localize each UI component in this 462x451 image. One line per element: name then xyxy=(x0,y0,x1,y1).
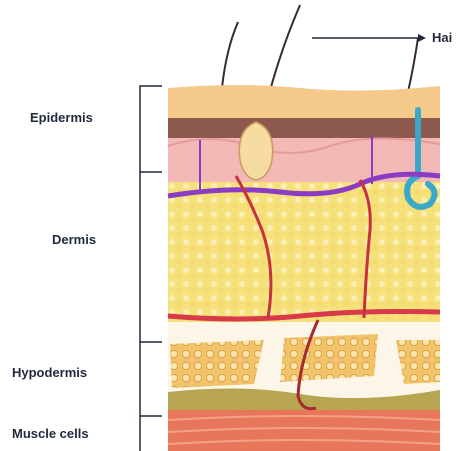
callout-label-hair: Hai xyxy=(432,30,452,45)
dermis-texture xyxy=(168,182,440,322)
fat-lobule xyxy=(280,334,378,382)
epidermis-top-layer xyxy=(168,85,440,120)
layer-label-epidermis: Epidermis xyxy=(30,110,93,125)
layer-label-hypodermis: Hypodermis xyxy=(12,365,87,380)
callout-arrowhead xyxy=(418,34,426,42)
layer-bracket xyxy=(140,86,162,451)
hair-strand-right xyxy=(408,38,418,92)
hair-follicle xyxy=(239,122,272,180)
hair-strand-left xyxy=(222,22,238,88)
layer-label-muscle-cells: Muscle cells xyxy=(12,426,89,441)
fat-lobule xyxy=(170,340,264,388)
layer-label-dermis: Dermis xyxy=(52,232,96,247)
epidermis-dark-band xyxy=(168,118,440,140)
